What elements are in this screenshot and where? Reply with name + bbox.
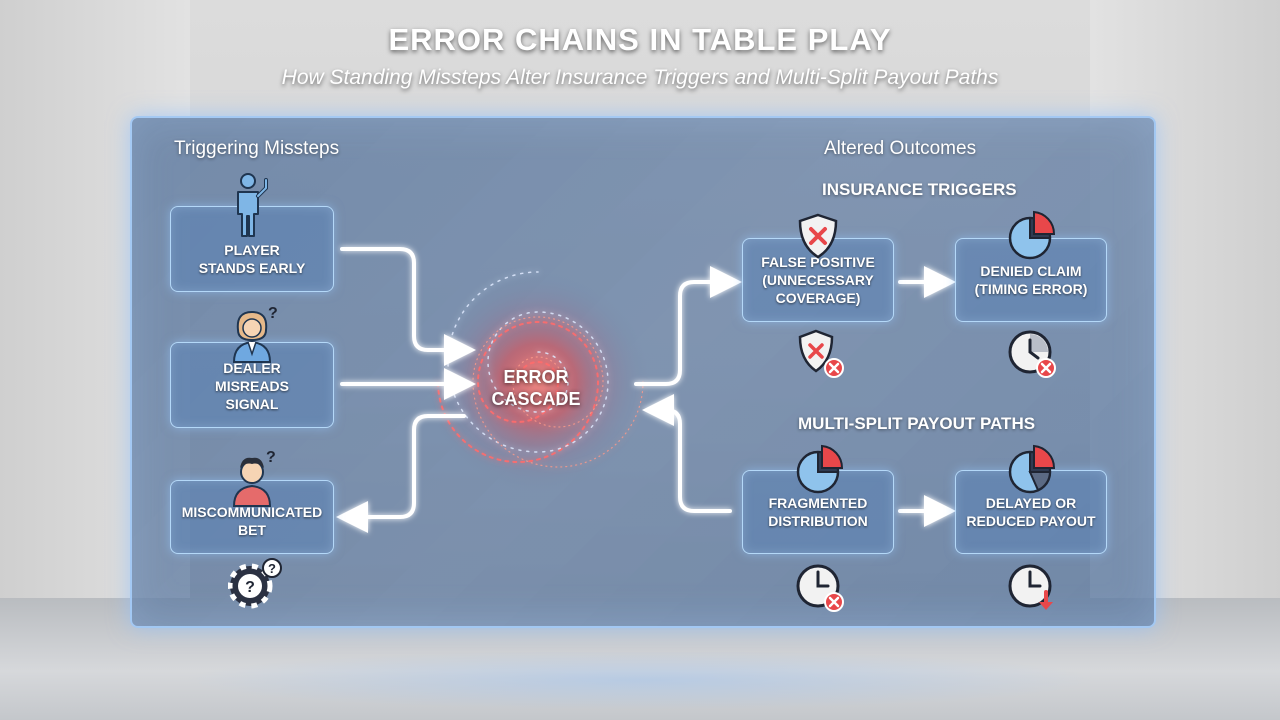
confused-bettor-icon: ? [232, 449, 276, 507]
error-cascade-swirl [428, 271, 648, 492]
node-line: MISCOMMUNICATED [181, 504, 323, 520]
clock-error-icon [796, 564, 844, 612]
node-line: FALSE POSITIVE [761, 254, 875, 270]
node-line: (UNNECESSARY [762, 272, 874, 288]
svg-text:?: ? [245, 579, 255, 596]
connector-cascade-to-insurance [634, 266, 742, 386]
cascade-line-2: CASCADE [491, 389, 581, 409]
node-line: DEALER [223, 360, 281, 376]
left-heading: Triggering Missteps [174, 138, 340, 159]
standing-person-icon [237, 173, 268, 237]
node-line: MISREADS [215, 378, 289, 394]
node-denied-claim[interactable]: DENIED CLAIM (TIMING ERROR) [955, 238, 1107, 322]
node-line: REDUCED PAYOUT [966, 513, 1096, 529]
pie-chart-icon [796, 444, 844, 494]
node-line: BET [237, 522, 266, 538]
shield-x-icon [798, 213, 838, 259]
clock-down-icon [1008, 564, 1053, 610]
connector-player-to-cascade [340, 247, 476, 366]
page-title: ERROR CHAINS IN TABLE PLAY [388, 22, 892, 57]
node-line: DELAYED OR [985, 495, 1077, 511]
node-line: DENIED CLAIM [980, 263, 1082, 279]
svg-text:?: ? [266, 449, 276, 466]
connector-cascade-to-bet [336, 414, 466, 533]
node-dealer-misreads-signal[interactable]: DEALER MISREADS SIGNAL [170, 342, 334, 428]
right-heading: Altered Outcomes [824, 138, 977, 159]
node-line: DISTRIBUTION [768, 513, 868, 529]
node-line: PLAYER [224, 242, 280, 258]
header: ERROR CHAINS IN TABLE PLAY How Standing … [0, 22, 1280, 90]
pie-chart-icon [1008, 210, 1056, 260]
floor-reflection [180, 650, 1100, 710]
page-subtitle: How Standing Missteps Alter Insurance Tr… [281, 66, 999, 89]
svg-text:?: ? [268, 561, 276, 576]
node-line: STANDS EARLY [198, 260, 306, 276]
payout-heading: MULTI-SPLIT PAYOUT PATHS [798, 414, 1036, 433]
cascade-line-1: ERROR [503, 367, 569, 387]
node-line: FRAGMENTED [768, 495, 868, 511]
confused-dealer-icon: ? [232, 305, 278, 363]
svg-text:?: ? [268, 305, 278, 322]
connector-payout-to-cascade [642, 394, 732, 513]
insurance-heading: INSURANCE TRIGGERS [822, 180, 1017, 199]
poker-chip-question-icon: ? ? [228, 558, 282, 609]
node-line: SIGNAL [225, 396, 279, 412]
shield-x-icon [798, 329, 844, 378]
node-line: COVERAGE) [775, 290, 861, 306]
pie-chart-icon [1008, 444, 1056, 494]
clock-error-icon [1008, 330, 1056, 378]
error-cascade-label: ERROR CASCADE [474, 366, 598, 410]
node-line: (TIMING ERROR) [974, 281, 1088, 297]
